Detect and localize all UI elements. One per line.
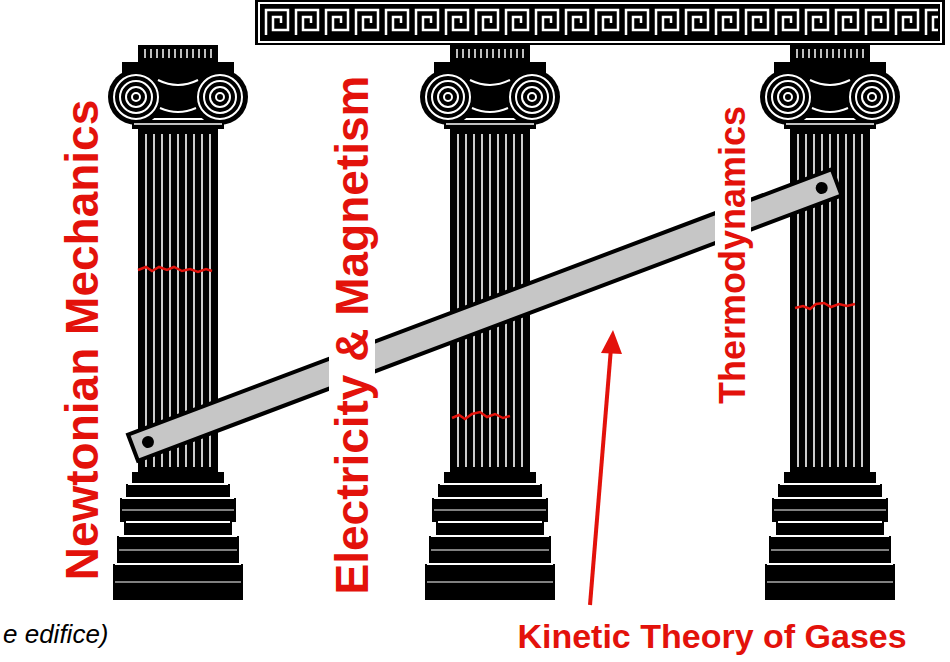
caption-fragment: e edifice)	[3, 621, 109, 647]
pillar-label-holder: Newtonian Mechanics	[59, 100, 105, 581]
pillar-label: Electricity & Magnetism	[329, 76, 375, 595]
caption-fragment-holder: e edifice)	[3, 621, 109, 647]
bar-label: Kinetic Theory of Gases	[517, 619, 906, 653]
frieze	[255, 0, 945, 45]
pointer-arrow	[590, 330, 622, 605]
column	[108, 45, 248, 600]
pillar-label: Newtonian Mechanics	[59, 100, 105, 581]
pillar-label-holder: Thermodynamics	[715, 106, 751, 404]
pillar-label-holder: Electricity & Magnetism	[329, 76, 375, 595]
column	[760, 45, 900, 600]
pillar-label: Thermodynamics	[715, 106, 751, 404]
bar-label-holder: Kinetic Theory of Gases	[517, 619, 906, 653]
